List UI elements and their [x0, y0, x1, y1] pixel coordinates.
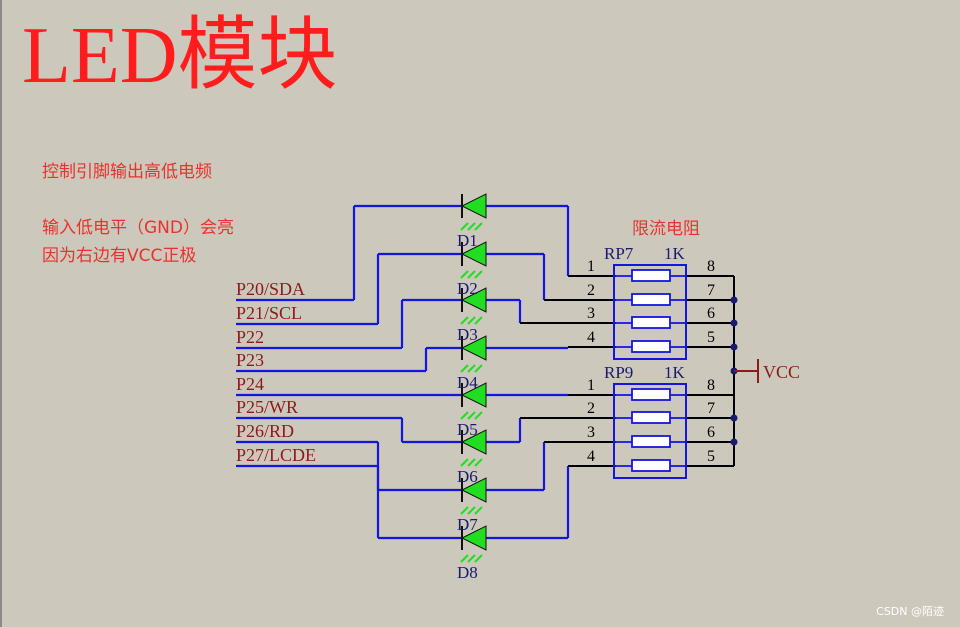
led-label-5: D5: [457, 420, 478, 439]
resistor-pack-2-name: RP9: [604, 363, 633, 382]
led-1-ray-1: [460, 222, 469, 231]
led-2-ray-1: [460, 270, 469, 279]
resistor-packs-group: [613, 264, 687, 479]
led-label-6: D6: [457, 467, 478, 486]
led-7-triangle: [460, 477, 487, 503]
bus-junction-6: [730, 438, 738, 446]
led-5-triangle: [460, 382, 487, 408]
bus-junction-3: [730, 343, 738, 351]
window-left-border: [0, 0, 2, 627]
led-7-ray-2: [467, 506, 476, 515]
resistor-pack-2-left-pin-4: 4: [587, 448, 595, 465]
led-1-ray-3: [474, 222, 483, 231]
watermark: CSDN @陌迹: [876, 605, 944, 618]
led-4-ray-3: [474, 364, 483, 373]
led-6-ray-2: [467, 458, 476, 467]
resistor-pack-1-element-3: [631, 316, 671, 329]
resistor-pack-2-right-pin-3: 6: [707, 424, 715, 441]
resistor-pack-2-body: [613, 383, 687, 479]
note-control-pins: 控制引脚输出高低电频: [42, 162, 212, 182]
led-6-ray-1: [460, 458, 469, 467]
resistor-pack-2-element-2: [631, 411, 671, 424]
led-2-ray-2: [467, 270, 476, 279]
note-vcc-positive: 因为右边有VCC正极: [42, 246, 197, 266]
pin-label-2: P21/SCL: [236, 303, 302, 323]
wires-group: [236, 204, 759, 540]
note-low-level-lights: 输入低电平（GND）会亮: [42, 218, 234, 238]
led-1-triangle: [460, 193, 487, 219]
resistor-pack-2-element-1: [631, 388, 671, 401]
led-5-ray-3: [474, 411, 483, 420]
resistor-pack-1-left-pin-2: 2: [587, 282, 595, 299]
vcc-label: VCC: [763, 362, 800, 382]
resistor-pack-2-element-3: [631, 435, 671, 448]
resistor-pack-1-left-pin-1: 1: [587, 258, 595, 275]
bus-junction-5: [730, 414, 738, 422]
resistor-pack-2-right-pin-2: 7: [707, 400, 715, 417]
resistor-pack-1-right-pin-3: 6: [707, 305, 715, 322]
led-6-ray-3: [474, 458, 483, 467]
led-3-ray-1: [460, 316, 469, 325]
resistor-pack-1-right-pin-4: 5: [707, 329, 715, 346]
page-title: LED模块: [22, 12, 338, 100]
resistor-pack-1-element-2: [631, 293, 671, 306]
led-8-ray-1: [460, 554, 469, 563]
resistor-pack-1-value: 1K: [664, 244, 686, 263]
pin-label-7: P26/RD: [236, 421, 294, 441]
note-current-limit-resistor: 限流电阻: [632, 219, 700, 239]
led-4-ray-1: [460, 364, 469, 373]
led-1-ray-2: [467, 222, 476, 231]
led-2-triangle: [460, 241, 487, 267]
led-5-ray-1: [460, 411, 469, 420]
led-3-triangle: [460, 287, 487, 313]
resistor-pack-1-element-4: [631, 340, 671, 353]
resistor-pack-1-right-pin-1: 8: [707, 258, 715, 275]
resistor-pack-2-left-pin-3: 3: [587, 424, 595, 441]
resistor-pack-1-left-pin-3: 3: [587, 305, 595, 322]
led-7-ray-1: [460, 506, 469, 515]
led-8-ray-3: [474, 554, 483, 563]
pin-label-8: P27/LCDE: [236, 445, 316, 465]
led-3-ray-3: [474, 316, 483, 325]
led-2-ray-3: [474, 270, 483, 279]
led-label-1: D1: [457, 231, 478, 250]
led-4-ray-2: [467, 364, 476, 373]
led-label-4: D4: [457, 373, 478, 392]
bus-junction-2: [730, 319, 738, 327]
led-7-ray-3: [474, 506, 483, 515]
pin-label-4: P23: [236, 350, 264, 370]
led-5-ray-2: [467, 411, 476, 420]
led-6-triangle: [460, 429, 487, 455]
pin-label-3: P22: [236, 327, 264, 347]
resistor-pack-2-right-pin-1: 8: [707, 377, 715, 394]
resistor-pack-1-right-pin-2: 7: [707, 282, 715, 299]
resistor-pack-2-value: 1K: [664, 363, 686, 382]
led-4-triangle: [460, 335, 487, 361]
resistor-pack-2-left-pin-2: 2: [587, 400, 595, 417]
bus-junction-1: [730, 296, 738, 304]
resistor-pack-1-element-1: [631, 269, 671, 282]
resistor-pack-1-name: RP7: [604, 244, 634, 263]
resistor-pack-1-body: [613, 264, 687, 360]
resistor-pack-2-right-pin-4: 5: [707, 448, 715, 465]
pin-label-6: P25/WR: [236, 397, 298, 417]
pin-label-1: P20/SDA: [236, 279, 305, 299]
led-8-triangle: [460, 525, 487, 551]
leds-group: [460, 193, 487, 563]
pin-label-5: P24: [236, 374, 264, 394]
led-label-2: D2: [457, 279, 478, 298]
resistor-pack-1-left-pin-4: 4: [587, 329, 595, 346]
led-3-ray-2: [467, 316, 476, 325]
led-label-7: D7: [457, 515, 478, 534]
resistor-pack-2-left-pin-1: 1: [587, 377, 595, 394]
resistor-pack-2-element-4: [631, 459, 671, 472]
led-label-8: D8: [457, 563, 478, 582]
led-label-3: D3: [457, 325, 478, 344]
led-8-ray-2: [467, 554, 476, 563]
